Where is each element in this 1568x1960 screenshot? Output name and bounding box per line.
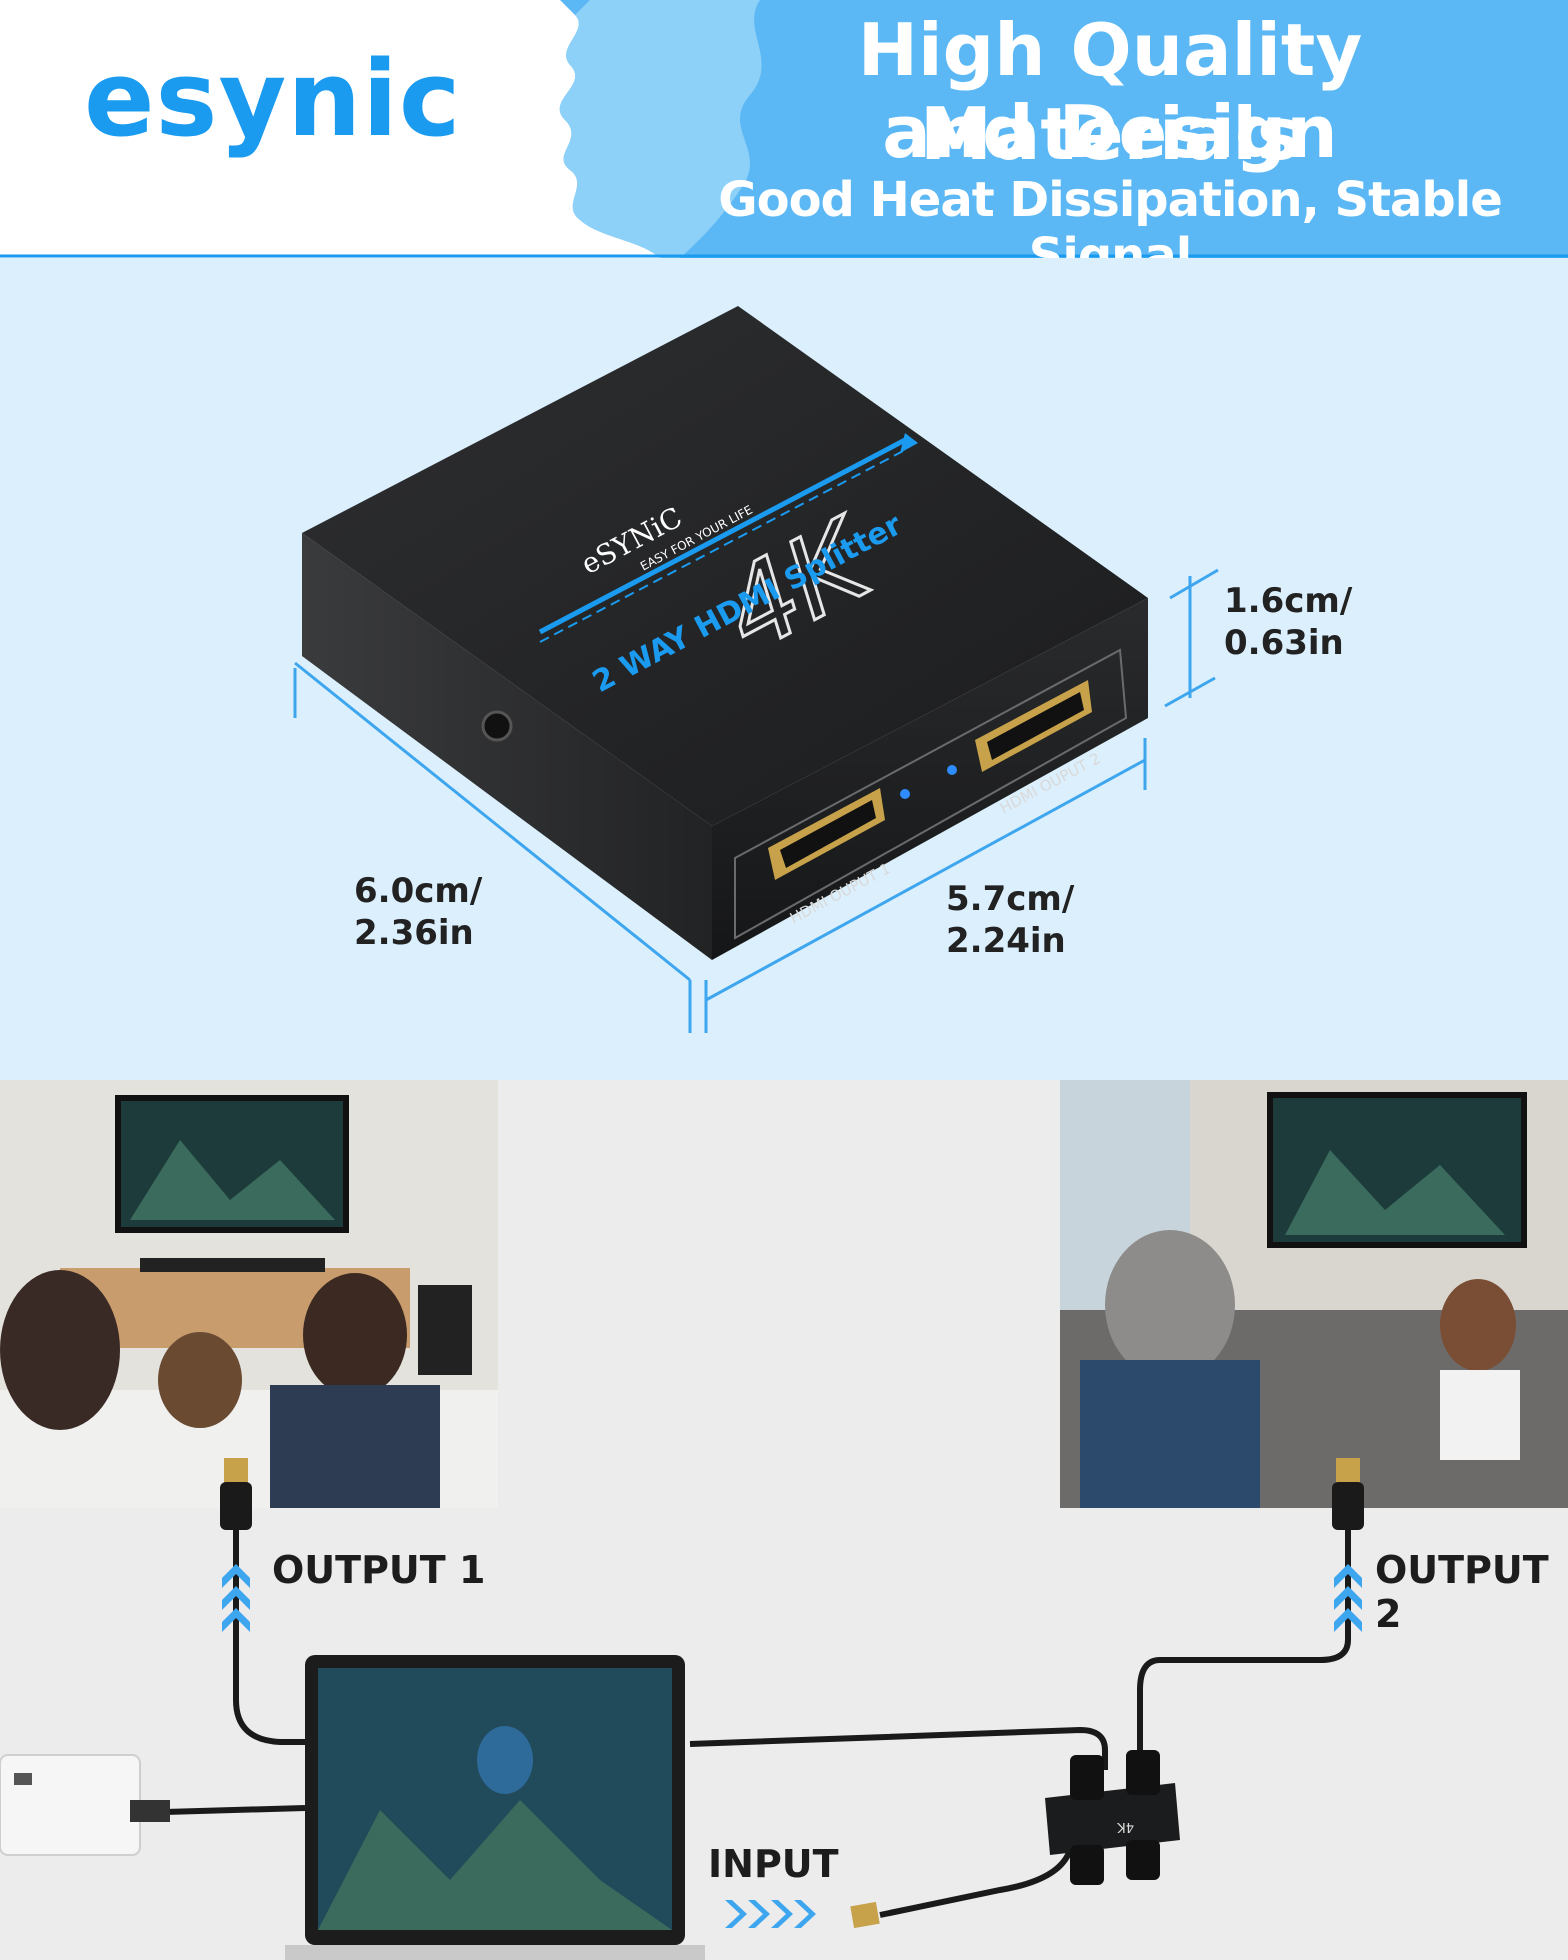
small-splitter: 4K — [1045, 1750, 1180, 1885]
header-title-line-2: and Design — [882, 90, 1338, 174]
esynic-logo: esynic — [84, 38, 462, 160]
depth-in: 2.36in — [354, 913, 474, 953]
signal-arrows — [222, 1564, 1362, 1928]
usage-scene: 4K OUTPUT 1 OUTPUT 2 INPUT — [0, 1080, 1568, 1960]
hdmi-splitter-illustration: 4K eSYNiC EASY FOR YOUR LIFE 2 WAY HDMI … — [293, 306, 1219, 1033]
splitter-front-face — [712, 598, 1148, 960]
product-panel: 4K eSYNiC EASY FOR YOUR LIFE 2 WAY HDMI … — [0, 258, 1568, 1080]
height-dimension: 1.6cm/ 0.63in — [1224, 580, 1352, 664]
height-cm: 1.6cm/ — [1224, 581, 1353, 621]
living-room-photo-left — [0, 1080, 498, 1508]
splitter-left-face — [302, 533, 712, 960]
power-adapter — [0, 1754, 170, 1856]
depth-dimension: 6.0cm/ 2.36in — [354, 870, 482, 954]
hdmi-port-2 — [975, 680, 1092, 772]
depth-cm: 6.0cm/ — [354, 871, 483, 911]
header-background — [0, 0, 1568, 258]
connection-diagram: 4K — [0, 1080, 1568, 1960]
output-1-label: OUTPUT 1 — [272, 1548, 486, 1592]
dimension-lines — [293, 568, 1219, 1033]
hdmi-plugs — [220, 1458, 1364, 1929]
height-in: 0.63in — [1224, 623, 1344, 663]
power-jack — [481, 710, 513, 742]
laptop — [285, 1655, 705, 1960]
led-1 — [900, 789, 910, 799]
small-splitter-badge: 4K — [1117, 1819, 1134, 1834]
width-cm: 5.7cm/ — [946, 879, 1075, 919]
width-dimension: 5.7cm/ 2.24in — [946, 878, 1074, 962]
output-2-label: OUTPUT 2 — [1375, 1548, 1549, 1636]
header-banner: esynic High Quality Materials and Design… — [0, 0, 1568, 284]
family-room-photo-right — [1060, 1080, 1568, 1508]
hdmi-cables — [164, 1480, 1351, 1918]
header-title-line-1: High Quality Materials — [857, 8, 1363, 176]
led-2 — [947, 765, 957, 775]
hdmi-port-1 — [768, 788, 885, 880]
input-label: INPUT — [708, 1842, 839, 1886]
width-in: 2.24in — [946, 921, 1066, 961]
splitter-top-face — [302, 306, 1148, 826]
